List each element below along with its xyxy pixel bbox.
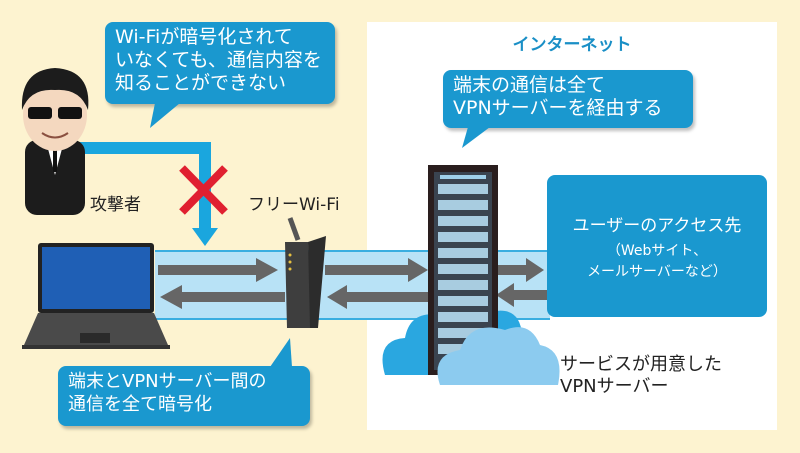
vpn-speech-bubble: 端末の通信は全て VPNサーバーを経由する [443,70,693,128]
bubble-line: VPNサーバーを経由する [453,97,663,119]
free-wifi-label: フリーWi-Fi [248,195,340,215]
attack-path [70,142,218,246]
laptop-icon [22,243,170,349]
rack-unit [438,280,488,290]
attacker-speech-bubble: Wi-Fiが暗号化されて いなくても、通信内容を 知ることができない [105,22,335,104]
attacker-label: 攻撃者 [90,195,141,215]
bubble-line: Wi-Fiが暗号化されて [115,26,293,48]
rack-unit [438,184,488,194]
rack-unit [438,296,488,306]
rack-unit [438,248,488,258]
bubble-line: いなくても、通信内容を [115,49,322,71]
destination-subtitle: （Webサイト、 [606,243,708,259]
destination-title: ユーザーのアクセス先 [572,216,742,236]
label-line: VPNサーバー [560,376,669,397]
router-icon [285,217,326,328]
arrow-router-to-server [325,258,428,282]
destination-subtitle: メールサーバーなど） [587,264,727,280]
arrow-laptop-to-router [158,258,278,282]
attacker-icon [21,68,89,215]
rack-unit [438,216,488,226]
rack-unit [438,264,488,274]
bubble-line: 通信を全て暗号化 [68,394,212,415]
cloud-icon [437,327,560,385]
rack-unit [438,328,488,338]
bubble-line: 端末とVPNサーバー間の [68,371,267,392]
internet-title: インターネット [512,35,632,55]
rack-unit [438,200,488,210]
rack-unit [438,312,488,322]
bubble-line: 端末の通信は全て [453,74,606,96]
cross-icon [179,165,228,215]
arrow-destination-to-server [496,283,547,307]
rack-unit [438,232,488,242]
bubble-line: 知ることができない [115,72,287,94]
arrow-server-to-destination [498,258,544,282]
encryption-speech-bubble: 端末とVPNサーバー間の 通信を全て暗号化 [58,366,310,426]
arrow-server-to-router [327,285,430,309]
destination-box: ユーザーのアクセス先 （Webサイト、 メールサーバーなど） [547,175,767,317]
vpn-server-label: サービスが用意した VPNサーバー [560,354,722,398]
arrow-router-to-laptop [160,285,285,309]
label-line: サービスが用意した [560,354,722,375]
